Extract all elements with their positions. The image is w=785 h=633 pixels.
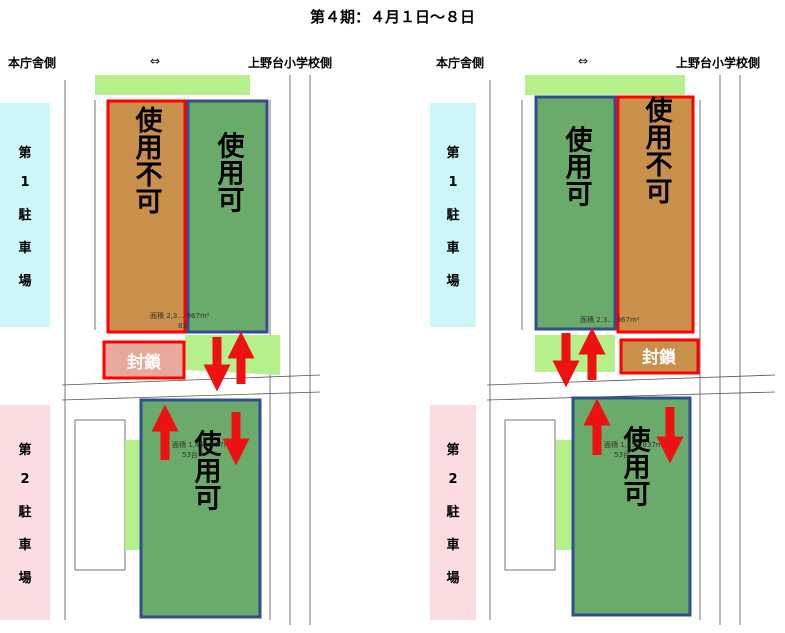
zone-available	[534, 95, 617, 331]
lot2-label-char: 車	[446, 538, 460, 553]
map-panel-1: 使用不可 使用可 面積 2,3… 967m² 83 封鎖 使用可 面積 1,45…	[61, 75, 321, 625]
lot1-label-char: 駐	[18, 207, 32, 223]
lot1-label: 第 1 駐車場	[0, 103, 50, 327]
lot2-label-char: 第	[18, 443, 32, 458]
zone-status-text: 使用可	[619, 425, 652, 506]
lot1-label-char: 車	[18, 240, 32, 256]
lot2-area: 面積 1,452.837m²	[172, 440, 234, 449]
lot1-label-char: 場	[18, 273, 32, 289]
lot2-label-char: 車	[18, 538, 32, 553]
closed-area	[619, 338, 700, 375]
light-green-strip	[556, 440, 572, 550]
lot1-count: 83	[178, 322, 187, 330]
lot1-label-char: 1	[448, 174, 458, 190]
lot2-label-char: 駐	[446, 505, 460, 520]
closed-label: 封鎖	[642, 347, 677, 368]
lot2-label-char: 第	[446, 443, 460, 458]
lot2-label-char: 駐	[18, 505, 32, 520]
map-linework	[486, 75, 776, 625]
page-title: 第４期：４月１日～８日	[309, 8, 475, 26]
zone-status-text: 使用不可	[131, 106, 164, 214]
light-green-strip	[525, 75, 685, 95]
lot2-label: 第 2 駐車場	[430, 405, 476, 620]
lot2-label-char: 場	[18, 571, 32, 586]
lot1-label-char: 1	[20, 174, 30, 190]
lot1-label-char: 第	[446, 145, 460, 161]
lot1-label-char: 場	[446, 273, 460, 289]
main-building-side-label: 本庁舎側	[436, 56, 485, 70]
lot2-label-char: 2	[20, 472, 30, 487]
lot1-label-char: 車	[446, 240, 460, 256]
lot2-label: 第 2 駐車場	[0, 405, 50, 620]
direction-arrow: ⇔	[150, 54, 161, 68]
school-side-label: 上野台小学校側	[676, 56, 761, 70]
zone-unavailable	[106, 99, 187, 334]
direction-arrow: ⇔	[578, 54, 589, 68]
lot2-count: 53台	[614, 450, 630, 459]
lot2-label-char: 2	[448, 472, 458, 487]
main-building-side-label: 本庁舎側	[8, 56, 57, 70]
zone-status-text: 使用可	[213, 131, 246, 212]
zone-status-text: 使用可	[561, 125, 594, 206]
zone-status-text: 使用不可	[641, 96, 674, 204]
lot1-label-char: 第	[18, 145, 32, 161]
zone-status-text: 使用可	[190, 429, 223, 510]
zone-available	[186, 99, 269, 334]
light-green-strip	[185, 335, 280, 375]
lot2-area: 面積 1,452.837m²	[604, 440, 666, 449]
lot2-label-char: 場	[446, 571, 460, 586]
lot1-area: 面積 2,3… 967m²	[580, 315, 640, 324]
light-green-strip	[535, 335, 615, 372]
lot1-label-char: 駐	[446, 207, 460, 223]
zone-unavailable	[616, 95, 695, 334]
closed-area	[102, 340, 186, 380]
light-green-strip	[125, 440, 141, 550]
lot1-label: 第 1 駐車場	[430, 103, 476, 327]
school-side-label: 上野台小学校側	[248, 56, 333, 70]
lot1-area: 面積 2,3… 967m²	[150, 311, 210, 320]
lot2-count: 53台	[182, 450, 198, 459]
closed-label: 封鎖	[127, 352, 162, 373]
light-green-strip	[95, 75, 250, 95]
map-panel-2: 使用可 使用不可 面積 2,3… 967m² 封鎖 使用可 面積 1,452.8…	[486, 75, 776, 625]
